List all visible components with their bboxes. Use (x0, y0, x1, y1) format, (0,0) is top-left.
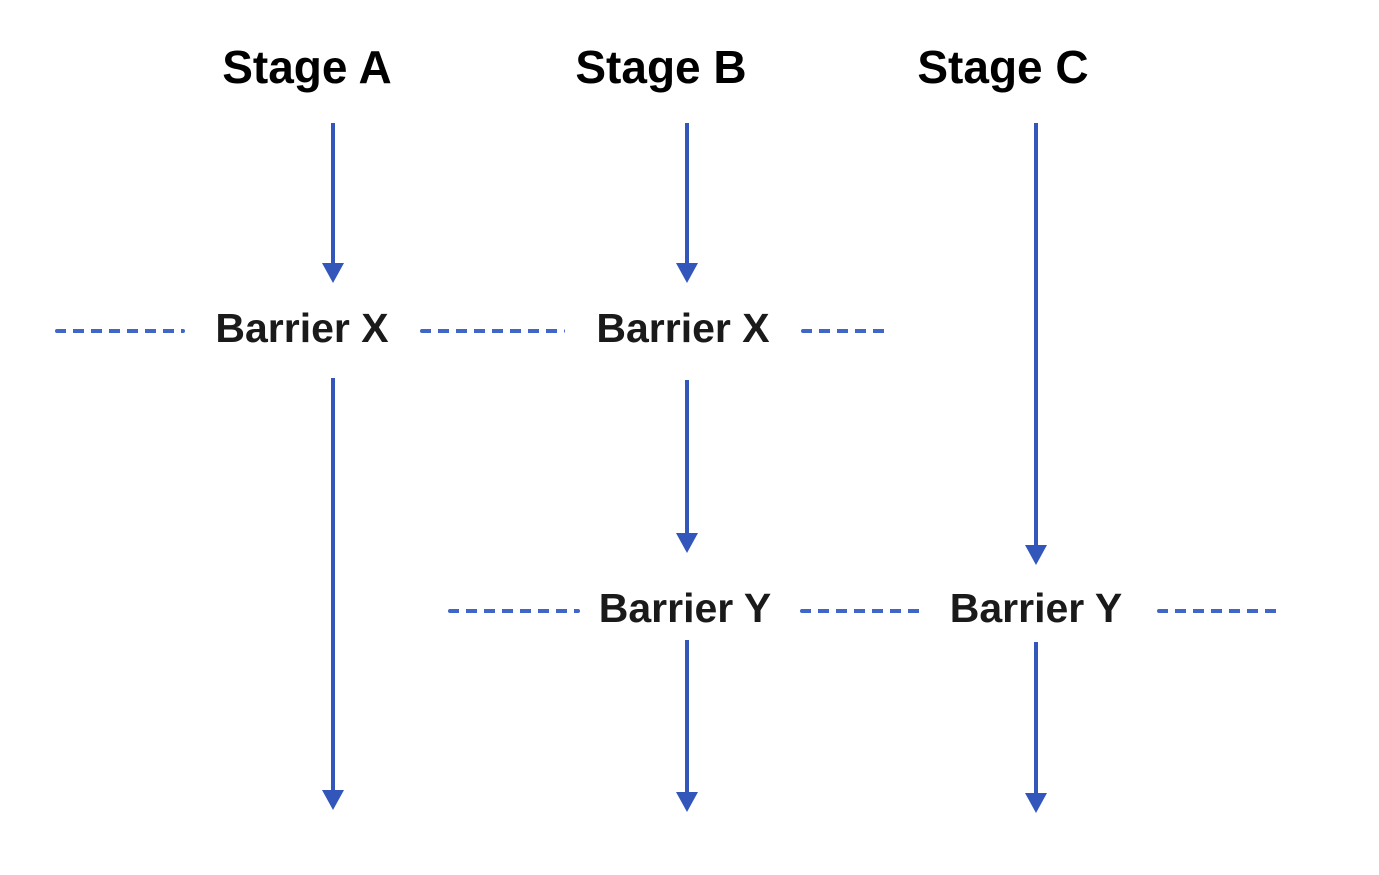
arrowhead-down-icon (322, 790, 344, 810)
arrow-shaft (685, 380, 689, 533)
barrier-y-dash-right (1157, 609, 1282, 613)
arrowhead-down-icon (1025, 793, 1047, 813)
barrier-x-label-stage-b: Barrier X (596, 305, 770, 351)
stage-b-arrow-to-bottom (676, 640, 698, 812)
stage-b-arrow-to-barrier-y (676, 380, 698, 553)
arrow-shaft (685, 123, 689, 263)
arrow-shaft (331, 378, 335, 790)
barrier-y-dash-middle (800, 609, 922, 613)
arrowhead-down-icon (676, 792, 698, 812)
stage-c-arrow-to-barrier-y (1025, 123, 1047, 565)
stage-b-label: Stage B (575, 41, 747, 93)
arrow-shaft (1034, 123, 1038, 545)
arrowhead-down-icon (676, 263, 698, 283)
stage-a-label: Stage A (222, 41, 392, 93)
barrier-x-dash-right (801, 329, 891, 333)
arrow-shaft (1034, 642, 1038, 793)
arrowhead-down-icon (676, 533, 698, 553)
stage-a-arrow-to-bottom (322, 378, 344, 810)
barrier-y-label-stage-b: Barrier Y (598, 585, 772, 631)
arrowhead-down-icon (1025, 545, 1047, 565)
arrowhead-down-icon (322, 263, 344, 283)
barrier-x-dash-middle (420, 329, 565, 333)
stage-c-label: Stage C (917, 41, 1089, 93)
barrier-y-dash-left (448, 609, 580, 613)
stage-c-arrow-to-bottom (1025, 642, 1047, 813)
barrier-x-label-stage-a: Barrier X (215, 305, 389, 351)
arrow-shaft (331, 123, 335, 263)
arrow-shaft (685, 640, 689, 792)
barrier-y-label-stage-c: Barrier Y (949, 585, 1123, 631)
stage-a-arrow-to-barrier-x (322, 123, 344, 283)
stage-b-arrow-to-barrier-x (676, 123, 698, 283)
barrier-x-dash-left (55, 329, 185, 333)
